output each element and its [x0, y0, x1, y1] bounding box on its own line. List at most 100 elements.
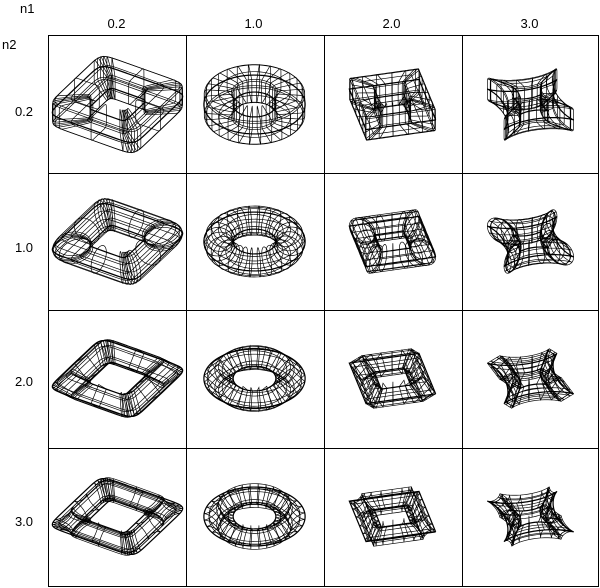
mesh-meridian	[126, 390, 142, 415]
mesh-meridian	[275, 363, 305, 389]
mesh-meridian	[364, 521, 382, 545]
mesh-meridian	[272, 239, 298, 266]
mesh-meridian	[547, 238, 572, 265]
mesh-meridian	[52, 508, 91, 533]
mesh-meridian	[237, 246, 248, 277]
mesh-meridian	[261, 65, 272, 104]
shape-cell	[325, 311, 460, 446]
mesh-meridian	[500, 219, 519, 245]
mesh-meridian	[406, 222, 426, 248]
mesh-meridian	[507, 378, 522, 404]
mesh-meridian	[211, 239, 237, 266]
mesh-meridian	[256, 345, 260, 370]
mesh-meridian	[507, 96, 522, 125]
mesh-meridian	[141, 218, 177, 245]
superquadric-figure	[348, 68, 437, 141]
mesh-meridian	[226, 348, 244, 374]
mesh-meridian	[52, 510, 91, 535]
mesh-meridian	[275, 501, 305, 526]
mesh-meridian	[362, 517, 381, 541]
mesh-meridian	[256, 205, 260, 236]
mesh-meridian	[274, 96, 303, 126]
mesh-meridian	[405, 359, 426, 385]
mesh-meridian	[542, 514, 561, 538]
mesh-meridian	[362, 492, 381, 517]
mesh-meridian	[349, 77, 375, 110]
mesh-meridian	[349, 79, 375, 111]
superquadric-figure	[51, 55, 184, 154]
mesh-meridian	[274, 235, 303, 261]
grid-divider	[49, 310, 598, 311]
superquadric-figure	[348, 348, 437, 409]
mesh-meridian	[217, 72, 240, 107]
mesh-meridian	[536, 514, 545, 538]
mesh-meridian	[269, 72, 291, 107]
mesh-meridian	[503, 104, 520, 141]
mesh-meridian	[275, 231, 306, 256]
row-label: 1.0	[14, 240, 34, 255]
mesh-meridian	[206, 511, 235, 536]
mesh-meridian	[103, 198, 112, 232]
mesh-meridian	[539, 216, 554, 243]
shape-cell	[463, 311, 598, 446]
mesh-meridian	[100, 198, 111, 232]
mesh-meridian	[527, 377, 530, 402]
mesh-meridian	[407, 91, 430, 117]
mesh-meridian	[541, 92, 558, 118]
mesh-meridian	[487, 355, 513, 380]
mesh-meridian	[272, 493, 298, 518]
mesh-meridian	[261, 105, 273, 144]
mesh-meridian	[54, 237, 92, 263]
mesh-meridian	[487, 77, 513, 110]
mesh-meridian	[515, 219, 525, 245]
shape-cell	[187, 449, 322, 584]
mesh-meridian	[274, 359, 303, 384]
mesh-meridian	[496, 222, 517, 248]
mesh-meridian	[256, 247, 262, 278]
mesh-meridian	[398, 241, 409, 269]
shape-cell	[325, 449, 460, 584]
mesh-meridian	[206, 373, 235, 398]
mesh-meridian	[515, 79, 525, 111]
mesh-meridian	[73, 217, 100, 244]
mesh-meridian	[274, 221, 303, 247]
mesh-meridian	[206, 222, 235, 248]
mesh-meridian	[408, 239, 433, 266]
mesh-meridian	[93, 480, 108, 505]
shape-cell	[187, 174, 322, 309]
mesh-meridian	[542, 98, 561, 130]
mesh-meridian	[218, 242, 240, 271]
mesh-meridian	[265, 244, 283, 274]
mesh-meridian	[261, 206, 272, 237]
mesh-meridian	[143, 220, 181, 246]
mesh-meridian	[128, 209, 145, 238]
mesh-meridian	[408, 371, 433, 397]
mesh-meridian	[211, 493, 237, 518]
mesh-meridian	[403, 211, 421, 240]
mesh-meridian	[73, 77, 100, 110]
mesh-meridian	[514, 379, 525, 406]
mesh-meridian	[260, 346, 272, 372]
mesh-meridian	[227, 104, 244, 141]
grid-divider	[462, 36, 463, 586]
shape-cell	[325, 174, 460, 309]
mesh-meridian	[237, 105, 248, 144]
mesh-meridian	[218, 102, 240, 137]
mesh-meridian	[541, 366, 558, 392]
mesh-meridian	[144, 224, 183, 250]
mesh-meridian	[275, 226, 306, 252]
mesh-meridian	[369, 244, 384, 274]
mesh-meridian	[261, 246, 273, 276]
mesh-meridian	[249, 387, 253, 412]
mesh-meridian	[531, 355, 534, 380]
mesh-meridian	[52, 372, 91, 397]
superquadric-grid	[48, 35, 599, 587]
mesh-meridian	[90, 383, 107, 409]
mesh-meridian	[490, 78, 515, 110]
mesh-meridian	[376, 490, 386, 515]
mesh-meridian	[403, 68, 420, 105]
row-label: 3.0	[14, 514, 34, 529]
mesh-meridian	[128, 68, 145, 105]
mesh-meridian	[206, 359, 235, 385]
mesh-meridian	[103, 339, 112, 364]
